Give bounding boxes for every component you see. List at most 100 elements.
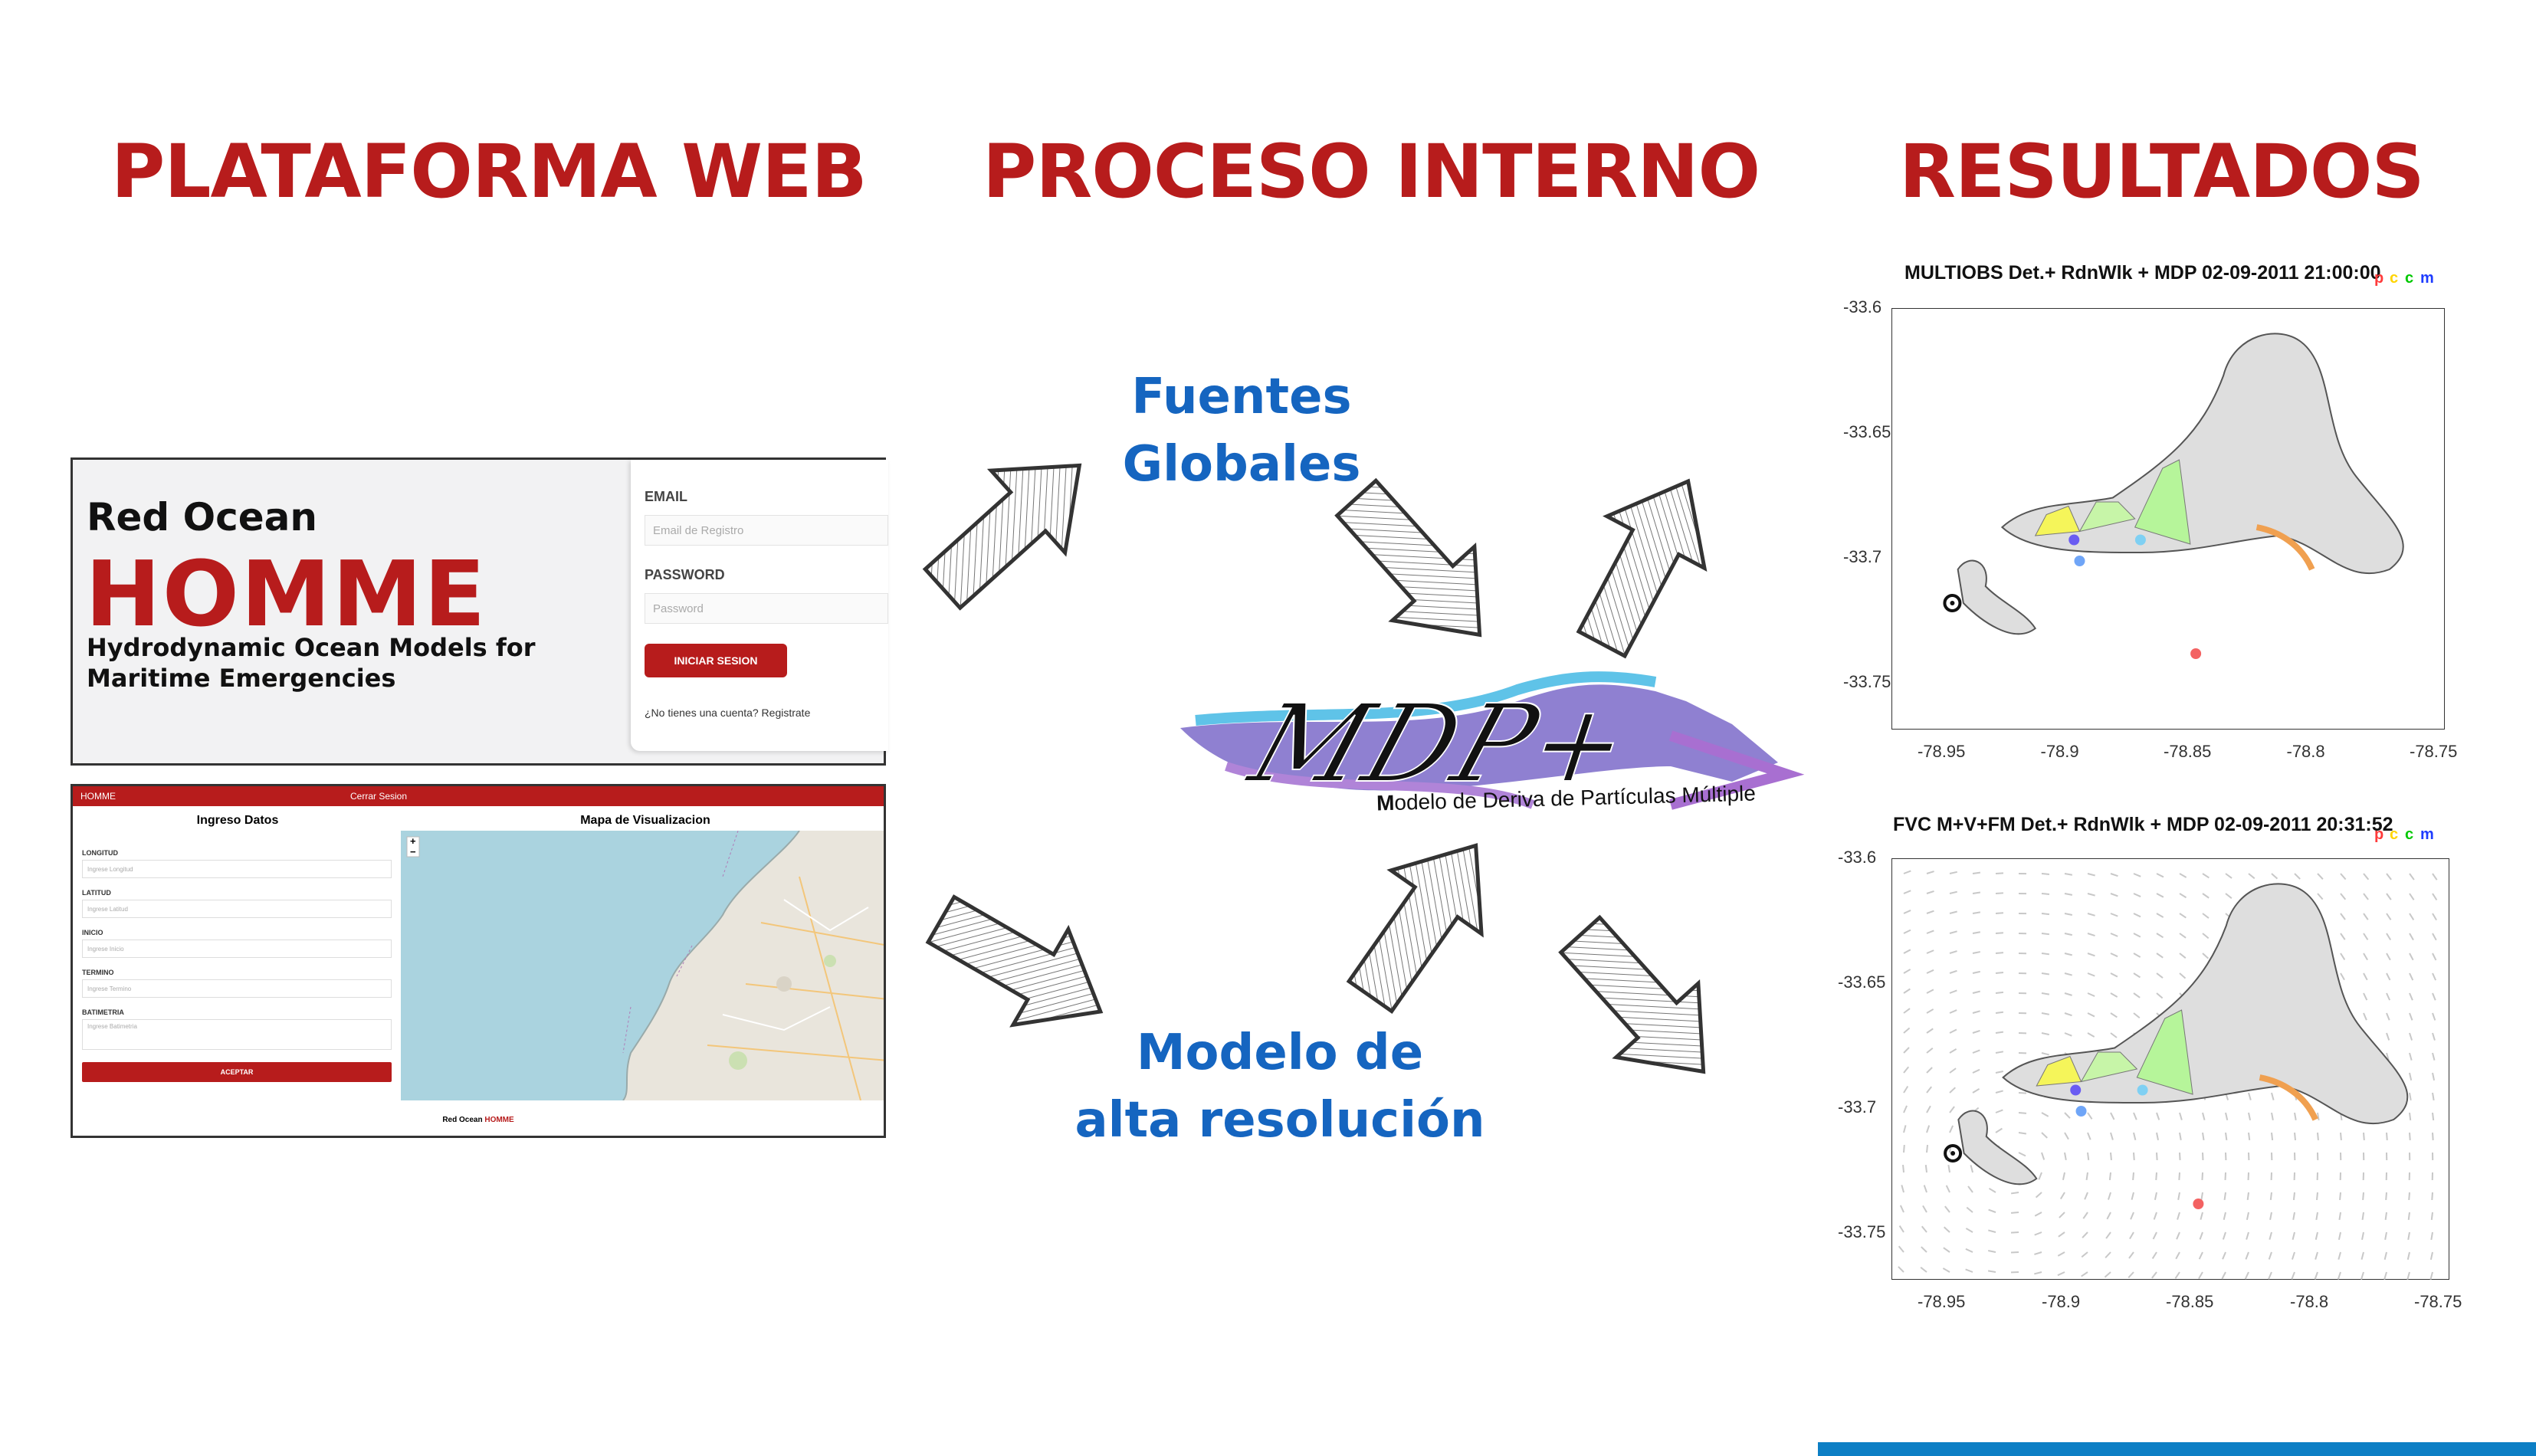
fuentes-line-1: Fuentes [1131, 369, 1352, 425]
plot-legend-letter: m [2420, 826, 2434, 843]
zone-green-small [2080, 1051, 2138, 1083]
marker-blue [2075, 1106, 2087, 1117]
heading-proceso-interno: PROCESO INTERNO [983, 129, 1760, 215]
marker-purple [2068, 534, 2080, 546]
x-tick-label: -78.75 [2414, 1292, 2462, 1311]
field-input-inicio[interactable]: Ingrese Inicio [82, 940, 392, 958]
plot-map-area [1891, 858, 2449, 1280]
bottom-accent-bar [1818, 1442, 2536, 1456]
islet-shape [1957, 559, 2037, 635]
field-label-longitud: LONGITUD [82, 849, 118, 857]
password-input[interactable]: Password [645, 593, 888, 624]
y-tick-label: -33.65 [1838, 972, 1886, 992]
email-input[interactable]: Email de Registro [645, 515, 888, 546]
plot-map-area [1891, 308, 2445, 730]
field-input-latitud[interactable]: Ingrese Latitud [82, 900, 392, 918]
field-label-latitud: LATITUD [82, 889, 111, 897]
x-tick-label: -78.75 [2410, 742, 2458, 761]
zone-green-large [2136, 1009, 2193, 1095]
fuentes-line-2: Globales [1122, 436, 1361, 493]
plot-legend-letter: c [2390, 826, 2399, 843]
brand-sub-line-2: Maritime Emergencies [87, 664, 396, 693]
y-tick-label: -33.7 [1843, 546, 1882, 566]
marker-red [2193, 1199, 2204, 1209]
field-input-longitud[interactable]: Ingrese Longitud [82, 860, 392, 878]
footer-brand: Red Ocean [442, 1116, 483, 1124]
footer: Red Ocean HOMME [73, 1116, 884, 1124]
field-input-termino[interactable]: Ingrese Termino [82, 979, 392, 998]
marker-purple [2070, 1084, 2082, 1096]
y-tick-label: -33.75 [1838, 1222, 1886, 1241]
y-tick-label: -33.6 [1838, 848, 1877, 867]
x-tick-label: -78.95 [1918, 742, 1966, 761]
plot-title: FVC M+V+FM Det.+ RdnWlk + MDP 02-09-2011… [1893, 814, 2393, 835]
x-tick-label: -78.85 [2164, 742, 2212, 761]
footer-red: HOMME [484, 1116, 514, 1124]
zone-orange [2255, 524, 2315, 571]
password-label: PASSWORD [645, 567, 725, 582]
x-tick-label: -78.95 [1918, 1292, 1966, 1311]
mdp-logo-swoosh [1180, 671, 1805, 810]
y-tick-label: -33.75 [1843, 671, 1891, 691]
plot-legend-letter: c [2405, 826, 2414, 843]
field-label-batimetria: BATIMETRIA [82, 1008, 124, 1016]
marker-blue [2074, 556, 2085, 566]
y-tick-label: -33.7 [1838, 1097, 1877, 1117]
marker-red [2190, 648, 2202, 659]
plot-legend-letter: p [2374, 826, 2384, 843]
field-input-batimetria[interactable]: Ingrese Batimetria [82, 1019, 392, 1050]
form-title: Ingreso Datos [196, 814, 279, 827]
register-link[interactable]: ¿No tienes una cuenta? Registrate [645, 707, 811, 719]
modelo-line-2: alta resolución [1074, 1092, 1485, 1149]
map-land [406, 831, 884, 1100]
marker-cyan [2134, 534, 2146, 546]
heading-plataforma-web: PLATAFORMA WEB [111, 129, 868, 215]
nav-brand[interactable]: HOMME [80, 791, 116, 802]
plot-legend-letter: c [2405, 270, 2414, 287]
map-view[interactable]: + − [401, 831, 884, 1100]
zone-yellow [2036, 1055, 2082, 1087]
login-button[interactable]: INICIAR SESION [645, 644, 787, 677]
nav-logout[interactable]: Cerrar Sesion [350, 791, 408, 802]
zoom-in-button[interactable]: + [410, 835, 416, 847]
y-tick-label: -33.6 [1843, 297, 1882, 316]
x-tick-label: -78.8 [2290, 1292, 2329, 1311]
x-tick-label: -78.9 [2042, 1292, 2081, 1311]
plot-title: MULTIOBS Det.+ RdnWlk + MDP 02-09-2011 2… [1904, 262, 2381, 284]
brand-sub: Hydrodynamic Ocean Models for Maritime E… [87, 632, 536, 694]
label-fuentes-globales: Fuentes Globales [1073, 363, 1410, 498]
field-label-termino: TERMINO [82, 969, 114, 976]
plot-legend-letter: p [2374, 270, 2384, 287]
mdp-sub-m: M [1376, 790, 1395, 815]
modelo-line-1: Modelo de [1136, 1025, 1424, 1081]
heading-resultados: RESULTADOS [1899, 129, 2425, 215]
email-label: EMAIL [645, 489, 687, 504]
zone-green-small [2078, 501, 2136, 533]
nav-bar: HOMME Cerrar Sesion [73, 786, 884, 806]
zone-orange [2259, 1074, 2318, 1121]
origin-dot [1950, 1151, 1956, 1156]
label-modelo-alta-resolucion: Modelo de alta resolución [1065, 1019, 1494, 1154]
zone-yellow [2034, 505, 2081, 536]
data-form-screenshot: HOMME Cerrar Sesion Ingreso Datos Mapa d… [71, 784, 886, 1138]
field-label-inicio: INICIO [82, 929, 103, 936]
arrow-mdp-to-result-1 [1553, 455, 1737, 670]
islet-shape [1957, 1110, 2038, 1185]
x-tick-label: -78.8 [2286, 742, 2325, 761]
zone-green-large [2134, 459, 2191, 545]
x-tick-label: -78.9 [2040, 742, 2079, 761]
accept-button[interactable]: ACEPTAR [82, 1062, 392, 1082]
origin-marker [1944, 1144, 1963, 1163]
origin-marker [1943, 594, 1962, 612]
x-tick-label: -78.85 [2166, 1292, 2214, 1311]
map-title: Mapa de Visualizacion [580, 814, 710, 827]
arrow-mdp-to-result-2 [1539, 898, 1744, 1109]
brand-sub-line-1: Hydrodynamic Ocean Models for [87, 633, 536, 662]
plot-legend-letter: m [2420, 270, 2434, 287]
brand-main: HOMME [85, 541, 487, 647]
brand-top: Red Ocean [87, 495, 318, 539]
origin-dot [1950, 601, 1955, 605]
zoom-out-button[interactable]: − [410, 846, 416, 858]
arrow-modelo-to-mdp [1325, 814, 1521, 1028]
